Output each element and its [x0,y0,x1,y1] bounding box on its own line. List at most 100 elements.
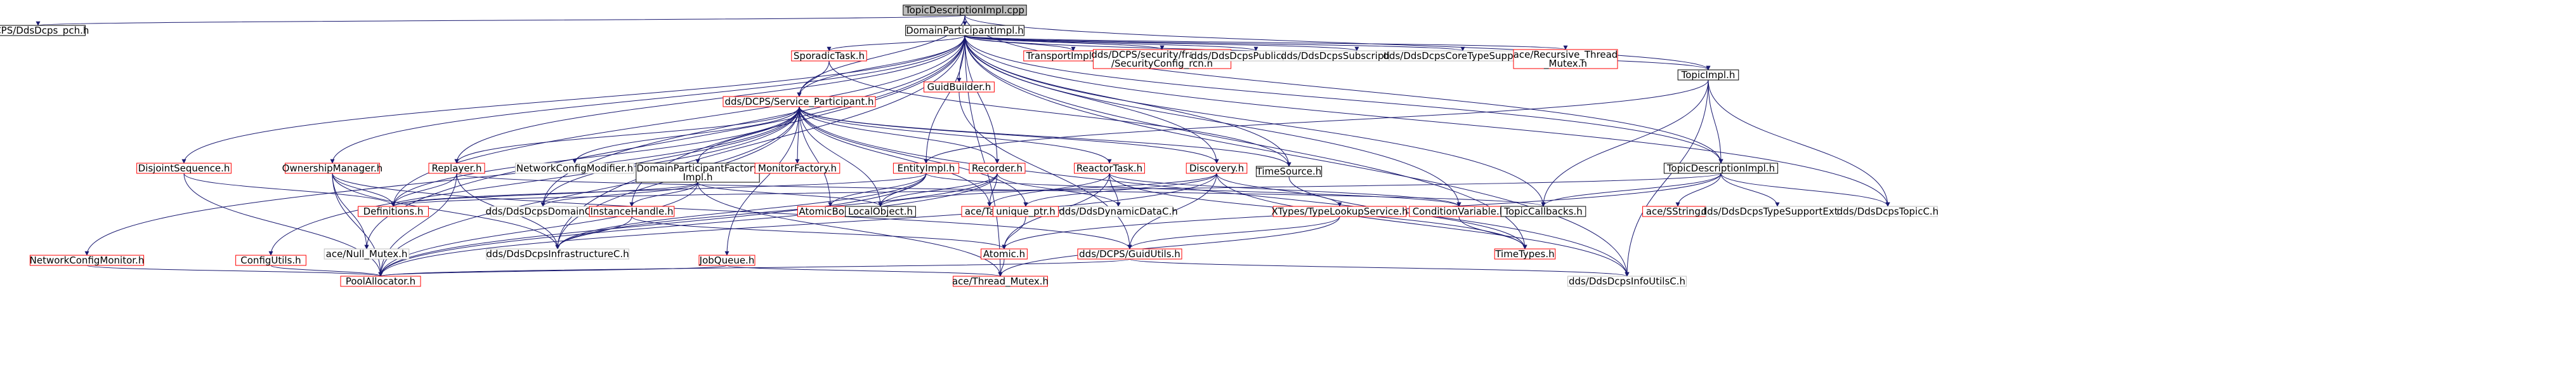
node-box [486,248,629,260]
node-discovery[interactable]: Discovery.h [1186,163,1248,174]
node-sstring[interactable]: ace/SString.h [1642,206,1713,217]
node-netcfgmon[interactable]: NetworkConfigMonitor.h [30,255,145,266]
node-box [1063,206,1174,217]
node-box [324,248,410,260]
node-uniqueptr[interactable]: unique_ptr.h [992,206,1059,218]
edge-svc-to-definitions [391,106,800,207]
node-pch[interactable]: DCPS/DdsDcps_pch.h [0,25,89,37]
node-label: TimeSource.h [1256,166,1322,177]
edge-replayer-to-definitions [391,173,457,207]
node-box [589,206,675,217]
node-condvar[interactable]: ConditionVariable.h [1409,206,1509,217]
edge-guidbuilder-to-guidutils [958,91,1132,250]
edge-tdi-to-sstring [1675,173,1722,207]
node-label: dds/DdsDynamicDataC.h [1059,206,1178,217]
edge-reactortask-to-condvar [1109,173,1461,207]
node-guidutils[interactable]: dds/DCPS/GuidUtils.h [1077,248,1182,260]
node-label: ace/Recursive_Thread [1514,49,1618,61]
edge-discovery-to-xtypes [1216,173,1342,207]
edge-sporadic-to-svc [797,60,830,97]
edge-discovery-to-guidutils [1127,173,1217,250]
edge-svc-to-replayer [454,106,800,164]
edge-recorder-to-localobject [878,173,998,207]
edge-dpi-to-recorder [964,35,1000,164]
node-box [981,248,1028,260]
node-tdi[interactable]: TopicDescriptionImpl.h [1663,163,1779,174]
node-atomic[interactable]: Atomic.h [981,248,1028,260]
node-threadmutex[interactable]: ace/Thread_Mutex.h [952,276,1049,288]
node-box [903,4,1027,16]
edge-dpi-to-discovery [964,35,1219,164]
edge-tdi-to-topiccb [1541,173,1722,207]
edge-dpi-to-infoutils [964,35,1630,277]
node-box [340,276,421,287]
node-label: NetworkConfigModifier.h [516,163,633,174]
node-jobqueue[interactable]: JobQueue.h [698,255,755,266]
edge-discovery-to-infoutils [1216,173,1630,277]
edge-ownership-to-acenull [332,173,369,250]
node-label: ace/SString.h [1646,206,1710,217]
node-recmutex[interactable]: ace/Recursive_Thread_Mutex.h [1513,49,1618,70]
node-entityimpl[interactable]: EntityImpl.h [892,163,960,174]
edge-svc-to-discovery [799,106,1219,164]
edge-uniqueptr-to-atomic [1002,216,1026,250]
node-label: ace/Null_Mutex.h [326,248,408,260]
nodes-layer: TopicDescriptionImpl.cppDCPS/DdsDcps_pch… [0,4,1939,288]
node-disjoint[interactable]: DisjointSequence.h [136,163,232,174]
node-label: dds/DdsDcpsDomainC.h [486,206,601,217]
node-timetypes[interactable]: TimeTypes.h [1494,248,1556,260]
edge-reactortask-to-dyndata [1109,173,1121,207]
node-definitions[interactable]: Definitions.h [358,206,429,217]
node-box [29,255,145,266]
node-svc[interactable]: dds/DCPS/Service_Participant.h [722,96,876,108]
node-label: Replayer.h [431,163,481,174]
edge-dpi-to-domainC [540,35,965,207]
edge-topicimpl-to-topiccb [1541,79,1709,207]
node-topiccb[interactable]: TopicCallbacks.h [1500,206,1586,217]
edge-jobqueue-to-poolalloc [378,265,728,277]
node-label: ConditionVariable.h [1413,206,1506,217]
node-label: DisjointSequence.h [138,163,230,174]
node-box [1838,206,1938,217]
node-localobject[interactable]: LocalObject.h [845,206,916,217]
edge-entityimpl-to-definitions [391,173,927,207]
node-netcfgmod: NetworkConfigModifier.h [515,163,634,174]
node-dpi[interactable]: DomainParticipantImpl.h [905,25,1024,36]
edge-replayer-to-poolalloc [378,173,457,277]
node-replayer[interactable]: Replayer.h [428,163,485,174]
node-poolalloc[interactable]: PoolAllocator.h [340,276,421,287]
edge-replayer-to-topiccb [456,173,1546,207]
node-sporadic[interactable]: SporadicTask.h [791,50,867,62]
node-label: Atomic.h [983,248,1025,260]
edge-dpi-to-replayer [454,35,965,164]
node-box [845,206,916,217]
node-label: dds/DdsDcpsInfrastructureC.h [486,248,629,260]
node-timesource[interactable]: TimeSource.h [1256,166,1323,177]
node-configutils[interactable]: ConfigUtils.h [235,255,306,266]
node-box [722,96,876,107]
node-box [1077,248,1182,260]
node-guidbuilder[interactable]: GuidBuilder.h [924,81,995,93]
edge-entityimpl-to-infraC [555,173,927,250]
node-xtypes[interactable]: XTypes/TypeLookupService.h [1271,206,1408,217]
edge-svc-to-localobject [799,106,883,207]
node-dyndata: dds/DdsDynamicDataC.h [1059,206,1178,217]
edge-dpi-to-definitions [391,35,965,207]
edge-svc-to-configutils [268,106,800,256]
node-box [892,163,960,174]
edge-sporadic-to-timesource [828,60,1291,167]
node-domainC: dds/DdsDcpsDomainC.h [486,206,601,217]
edge-dpi-to-condvar [964,35,1461,207]
node-recorder[interactable]: Recorder.h [969,163,1026,174]
node-ownership[interactable]: OwnershipManager.h [282,163,383,174]
node-label: dds/DdsDcpsCoreTypeSupportC.h [1383,50,1542,62]
node-root[interactable]: TopicDescriptionImpl.cpp [903,4,1027,16]
node-label: PoolAllocator.h [346,276,415,287]
node-topicimpl[interactable]: TopicImpl.h [1677,69,1739,81]
node-reactortask[interactable]: ReactorTask.h [1074,163,1145,174]
node-instancehandle[interactable]: InstanceHandle.h [589,206,675,217]
edge-jobqueue-to-threadmutex [726,265,1003,277]
node-box [1567,276,1687,287]
node-monfactory[interactable]: MonitorFactory.h [754,163,840,174]
